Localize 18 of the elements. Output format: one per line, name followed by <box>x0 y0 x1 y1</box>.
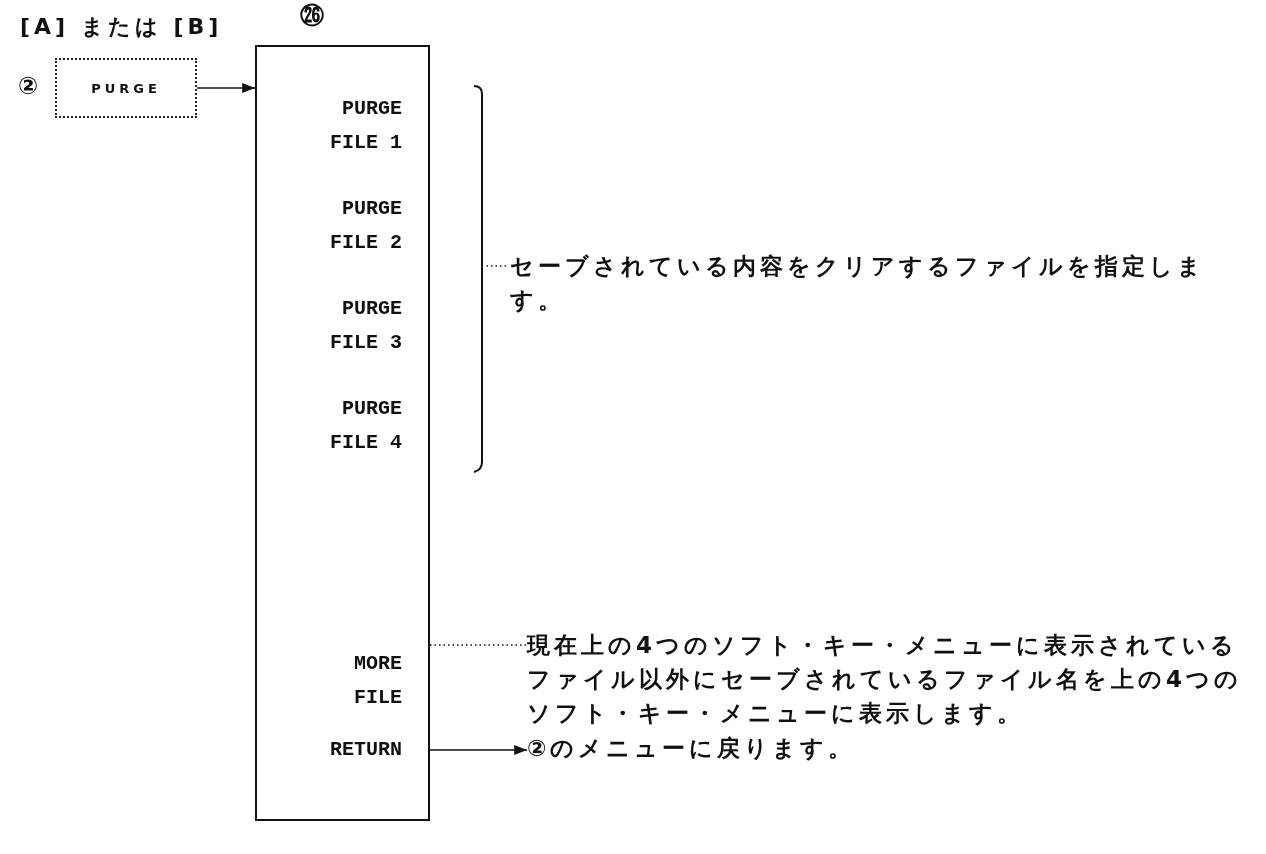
description-text: ②のメニューに戻ります。 <box>527 731 927 765</box>
softkey-label: PURGE FILE 4 <box>257 392 430 462</box>
leader-line <box>429 644 528 646</box>
softkey-label: RETURN <box>257 733 430 767</box>
circled-number: ② <box>18 72 43 100</box>
description-text: セーブされている内容をクリアするファイルを指定します。 <box>510 249 1255 319</box>
arrow <box>429 744 528 756</box>
softkey-label: PURGE FILE 1 <box>257 92 430 162</box>
description-text: 現在上の4つのソフト・キー・メニューに表示されているファイル以外にセーブされているファイル名を上の4つのソフト・キー・メニューに表示します。 <box>527 628 1262 732</box>
softkey-box: PURGE <box>55 58 197 118</box>
arrow <box>196 82 256 94</box>
leader-line <box>485 265 507 267</box>
softkey-label: PURGE FILE 3 <box>257 292 430 362</box>
circled-number: ㉖ <box>300 2 328 30</box>
menu-box <box>255 45 430 821</box>
heading-text: [A] または [B] <box>20 13 223 41</box>
softkey-label: MORE FILE <box>257 647 430 717</box>
softkey-label: PURGE FILE 2 <box>257 192 430 262</box>
